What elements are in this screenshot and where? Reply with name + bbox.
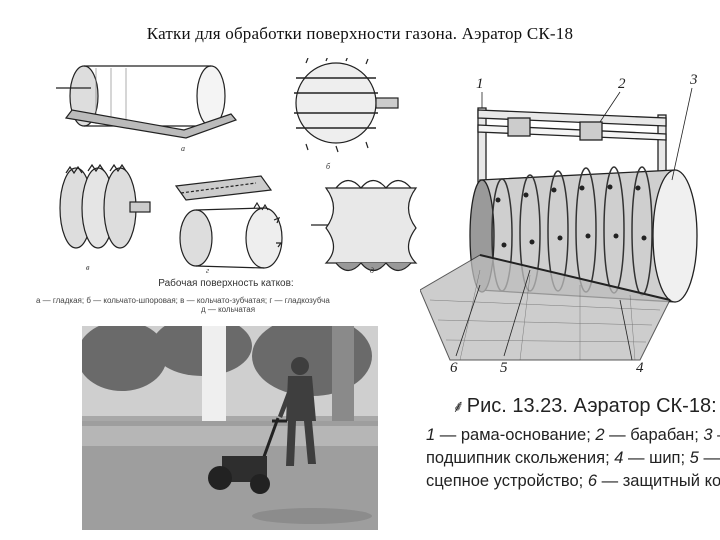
page-title: Катки для обработки поверхности газона. … (146, 24, 574, 43)
roller-label-a: а (181, 144, 185, 153)
legend-text: подшипник скольжения; (426, 449, 615, 467)
legend-num: 6 (587, 472, 598, 490)
legend-num: 4 (614, 449, 624, 467)
legend-text: — защитный ко- (597, 472, 720, 490)
figure-legend-line-2: подшипник скольжения; 4 — шип; 5 — (426, 447, 720, 470)
rollers-illustration: а б в г д (36, 55, 418, 320)
legend-text: — (698, 449, 720, 467)
figure-legend-line-1: 1 — рама-основание; 2 — барабан; 3 — (426, 424, 720, 447)
roller-ring (311, 179, 418, 272)
rollers-legend: а — гладкая; б — кольчато-шпоровая; в — … (36, 296, 420, 314)
aerator-illustration: 1 2 3 4 5 6 (419, 70, 710, 390)
roller-label-c: в (86, 263, 90, 272)
aerator-photo (82, 326, 378, 530)
callout-1: 1 (476, 76, 484, 92)
rollers-drawing (56, 55, 418, 272)
callout-5: 5 (500, 360, 508, 376)
callout-2: 2 (618, 76, 626, 92)
roller-label-d: г (206, 266, 210, 275)
figure-title: ⸙Рис. 13.23. Аэратор СК-18: (452, 394, 717, 418)
legend-num: 3 (703, 426, 713, 444)
rollers-legend-line1: а — гладкая; б — кольчато-шпоровая; в — … (36, 296, 330, 305)
legend-text: — (713, 426, 720, 444)
roller-smooth-toothed (174, 175, 283, 269)
rollers-caption: Рабочая поверхность катков: (158, 278, 294, 289)
callout-3: 3 (690, 72, 698, 88)
figure-legend: 1 — рама-основание; 2 — барабан; 3 — под… (426, 424, 720, 493)
roller-label-b: б (326, 162, 331, 171)
legend-num: 5 (689, 449, 699, 467)
callout-6: 6 (450, 360, 458, 376)
legend-num: 1 (426, 426, 436, 444)
callout-4: 4 (636, 360, 644, 376)
legend-num: 2 (595, 426, 605, 444)
figure-mark: ⸙ (452, 397, 465, 416)
legend-text: сцепное устройство; (426, 472, 588, 490)
aerator-leaders (455, 87, 693, 361)
legend-text: — шип; (623, 449, 690, 467)
roller-spur (294, 55, 399, 153)
legend-text: — рама-основание; (435, 426, 596, 444)
legend-text: — барабан; (604, 426, 704, 444)
rollers-legend-line2: д — кольчатая (200, 305, 256, 314)
figure-title-text: Рис. 13.23. Аэратор СК-18: (466, 395, 717, 417)
aerator-drawing (419, 87, 698, 361)
roller-toothed (59, 163, 151, 249)
roller-label-e: д (370, 266, 375, 275)
aerator-mesh (419, 254, 671, 361)
figure-legend-line-3: сцепное устройство; 6 — защитный ко- (426, 470, 720, 493)
photo-scene (82, 326, 378, 530)
roller-smooth (56, 65, 238, 139)
